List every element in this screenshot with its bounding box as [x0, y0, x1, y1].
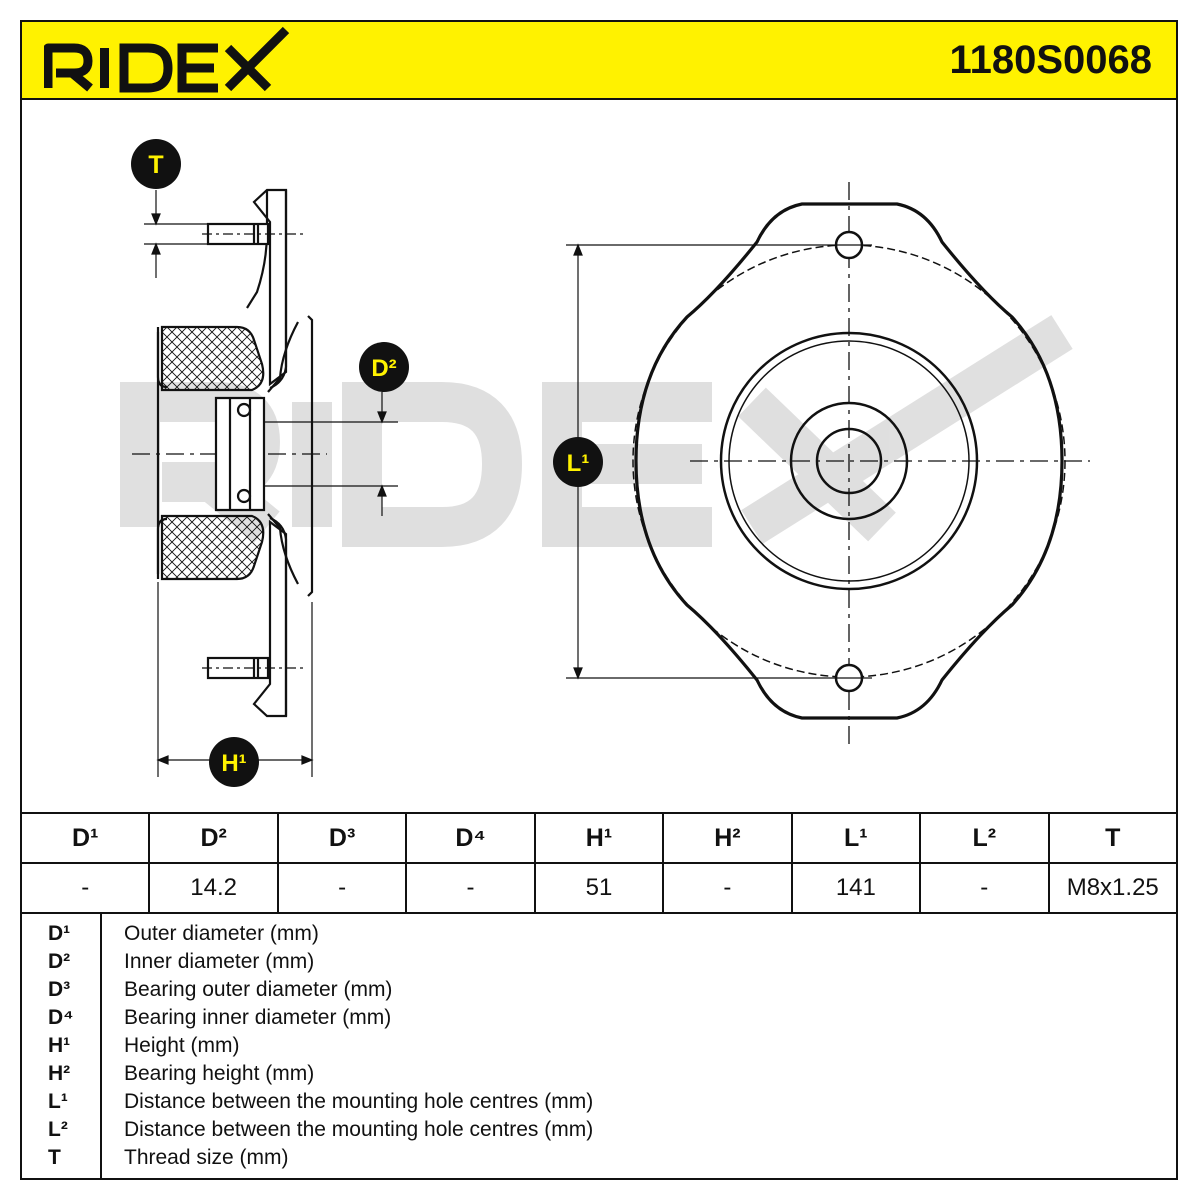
spec-header-cell: H¹ [533, 812, 665, 864]
legend-row: L¹ Distance between the mounting hole ce… [20, 1090, 1178, 1118]
spec-header-cell: H² [662, 812, 793, 864]
dimension-t [144, 190, 208, 278]
legend-symbol: D³ [48, 978, 71, 1001]
label-t: T [148, 151, 163, 179]
legend: D¹ Outer diameter (mm) D² Inner diameter… [20, 914, 1178, 1180]
part-number: 1180S0068 [949, 38, 1152, 82]
spec-value-cell: - [19, 862, 151, 914]
legend-symbol: D² [48, 950, 71, 973]
legend-symbol: L² [48, 1118, 68, 1141]
legend-symbol: D⁴ [48, 1006, 74, 1029]
legend-description: Bearing outer diameter (mm) [124, 978, 393, 1001]
legend-row: D³ Bearing outer diameter (mm) [20, 978, 1178, 1006]
legend-row: H¹ Height (mm) [20, 1034, 1178, 1062]
legend-symbol: L¹ [48, 1090, 68, 1113]
spec-header-row: D¹ D² D³ D⁴ H¹ H² L¹ L² T [19, 812, 1178, 864]
spec-header-cell: D³ [276, 812, 408, 864]
spec-value-cell: - [405, 862, 536, 914]
legend-description: Distance between the mounting hole centr… [124, 1090, 594, 1113]
spec-header-cell: D⁴ [405, 812, 536, 864]
legend-symbol: D¹ [48, 922, 71, 945]
legend-description: Distance between the mounting hole centr… [124, 1118, 594, 1141]
spec-value-cell: 14.2 [148, 862, 279, 914]
label-d2: D² [371, 355, 396, 382]
spec-table: D¹ D² D³ D⁴ H¹ H² L¹ L² T - 14.2 - - 51 … [19, 812, 1178, 914]
spec-header-cell: T [1047, 812, 1178, 864]
label-h1-badge: H¹ [209, 737, 259, 787]
legend-divider [100, 914, 102, 1180]
legend-symbol: H² [48, 1062, 71, 1085]
legend-description: Bearing height (mm) [124, 1062, 315, 1085]
legend-row: T Thread size (mm) [20, 1146, 1178, 1174]
legend-description: Height (mm) [124, 1034, 240, 1057]
spec-value-row: - 14.2 - - 51 - 141 - M8x1.25 [19, 862, 1178, 914]
ridex-logo [44, 26, 290, 93]
legend-row: D¹ Outer diameter (mm) [20, 922, 1178, 950]
spec-header-cell: L² [919, 812, 1050, 864]
legend-symbol: H¹ [48, 1034, 71, 1057]
legend-description: Outer diameter (mm) [124, 922, 319, 945]
spec-value-cell: M8x1.25 [1047, 862, 1178, 914]
spec-value-cell: 141 [790, 862, 922, 914]
technical-drawing: T D² H¹ [120, 139, 1090, 787]
label-l1: L¹ [567, 450, 590, 477]
spec-value-cell: 51 [533, 862, 665, 914]
label-l1-badge: L¹ [553, 437, 603, 487]
spec-value-cell: - [662, 862, 793, 914]
legend-symbol: T [48, 1146, 61, 1169]
legend-row: H² Bearing height (mm) [20, 1062, 1178, 1090]
label-d2-badge: D² [359, 342, 409, 392]
legend-row: L² Distance between the mounting hole ce… [20, 1118, 1178, 1146]
legend-row: D² Inner diameter (mm) [20, 950, 1178, 978]
label-t-badge: T [131, 139, 181, 189]
legend-row: D⁴ Bearing inner diameter (mm) [20, 1006, 1178, 1034]
label-h1: H¹ [221, 750, 246, 777]
spec-value-cell: - [276, 862, 408, 914]
legend-description: Thread size (mm) [124, 1146, 289, 1169]
side-section-view [132, 188, 327, 718]
spec-value-cell: - [919, 862, 1050, 914]
legend-description: Bearing inner diameter (mm) [124, 1006, 392, 1029]
spec-header-cell: L¹ [790, 812, 922, 864]
header-bar: 1180S0068 [20, 20, 1178, 100]
spec-header-cell: D² [148, 812, 279, 864]
legend-description: Inner diameter (mm) [124, 950, 315, 973]
spec-header-cell: D¹ [19, 812, 151, 864]
dimension-d2 [264, 392, 398, 516]
